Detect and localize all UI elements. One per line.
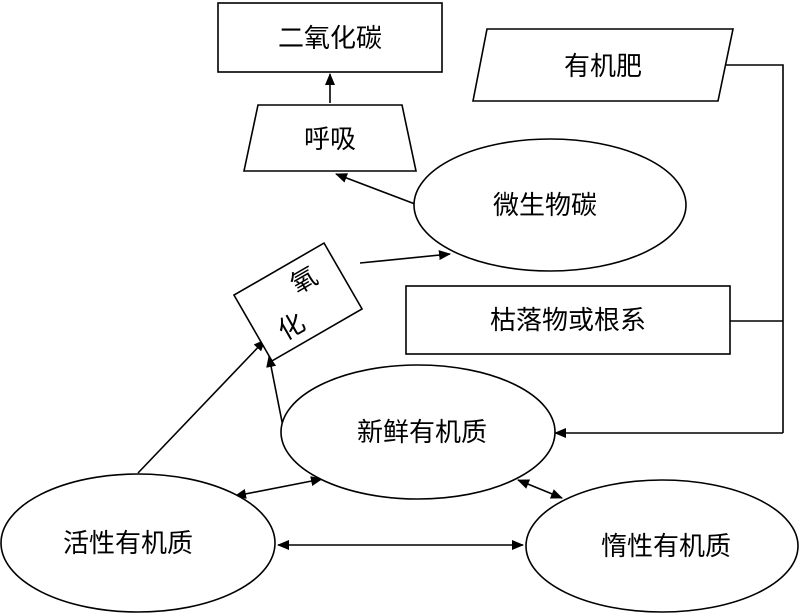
node-fresh-organic-matter: 新鲜有机质	[280, 364, 556, 500]
litter-roots-label: 枯落物或根系	[490, 306, 646, 336]
connectors	[137, 64, 784, 550]
node-inert-organic-matter: 惰性有机质	[525, 479, 799, 613]
node-litter-roots: 枯落物或根系	[405, 285, 731, 355]
node-organic-fertilizer: 有机肥	[472, 28, 734, 102]
active-organic-matter-label: 活性有机质	[63, 529, 193, 559]
microbial-carbon-label: 微生物碳	[493, 191, 597, 221]
node-carbon-dioxide: 二氧化碳	[217, 2, 443, 73]
node-mineralization: 氧 化	[232, 241, 364, 363]
node-microbial-carbon: 微生物碳	[413, 138, 687, 272]
arrow-fresh-inert-bidirectional	[517, 479, 563, 499]
arrow-mineralization-to-microbial	[359, 250, 451, 264]
respiration-label: 呼吸	[304, 125, 356, 155]
connector-organic-fertilizer-line	[718, 64, 784, 433]
arrow-active-to-mineralization	[137, 339, 266, 474]
arrow-active-fresh-bidirectional	[234, 476, 323, 499]
arrow-microbial-to-respiration	[335, 173, 416, 205]
fresh-organic-matter-label: 新鲜有机质	[357, 418, 487, 448]
inert-organic-matter-label: 惰性有机质	[601, 532, 731, 562]
carbon-dioxide-label: 二氧化碳	[278, 24, 382, 54]
node-respiration: 呼吸	[243, 104, 417, 172]
organic-fertilizer-label: 有机肥	[564, 52, 642, 82]
node-active-organic-matter: 活性有机质	[0, 473, 276, 613]
